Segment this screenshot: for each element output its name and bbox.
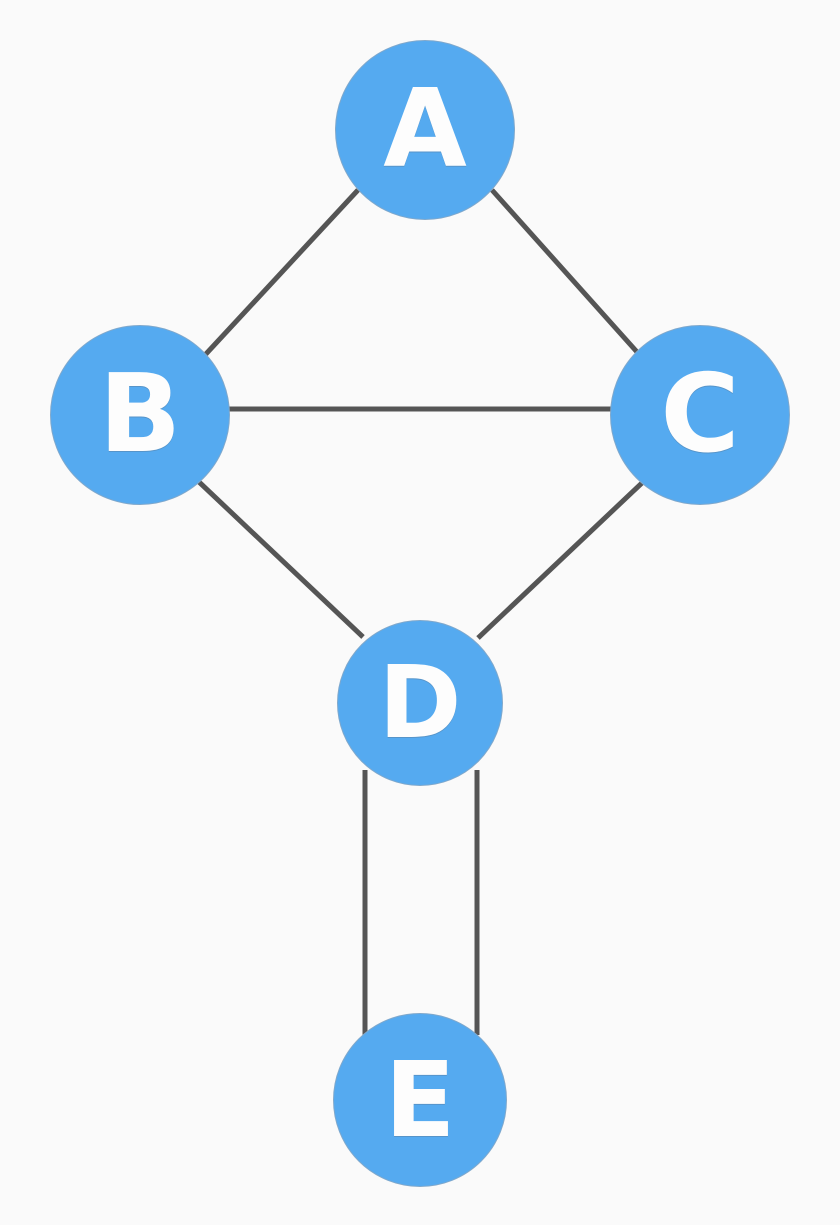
graph-node-label-d: D: [378, 644, 462, 761]
graph-node-e[interactable]: E: [333, 1013, 507, 1187]
graph-node-label-e: E: [384, 1039, 456, 1161]
graph-node-c[interactable]: C: [610, 325, 790, 505]
graph-node-label-c: C: [660, 352, 740, 477]
graph-node-d[interactable]: D: [337, 620, 503, 786]
graph-edge-a-b[interactable]: [203, 188, 360, 357]
edges-container: [196, 188, 646, 1035]
graph-node-a[interactable]: A: [335, 40, 515, 220]
graph-edge-c-d[interactable]: [476, 479, 646, 640]
graph-edge-a-c[interactable]: [490, 188, 639, 354]
graph-node-label-a: A: [383, 67, 467, 192]
graph-edge-b-d[interactable]: [196, 479, 365, 639]
graph-node-label-b: B: [98, 352, 182, 477]
graph-node-b[interactable]: B: [50, 325, 230, 505]
